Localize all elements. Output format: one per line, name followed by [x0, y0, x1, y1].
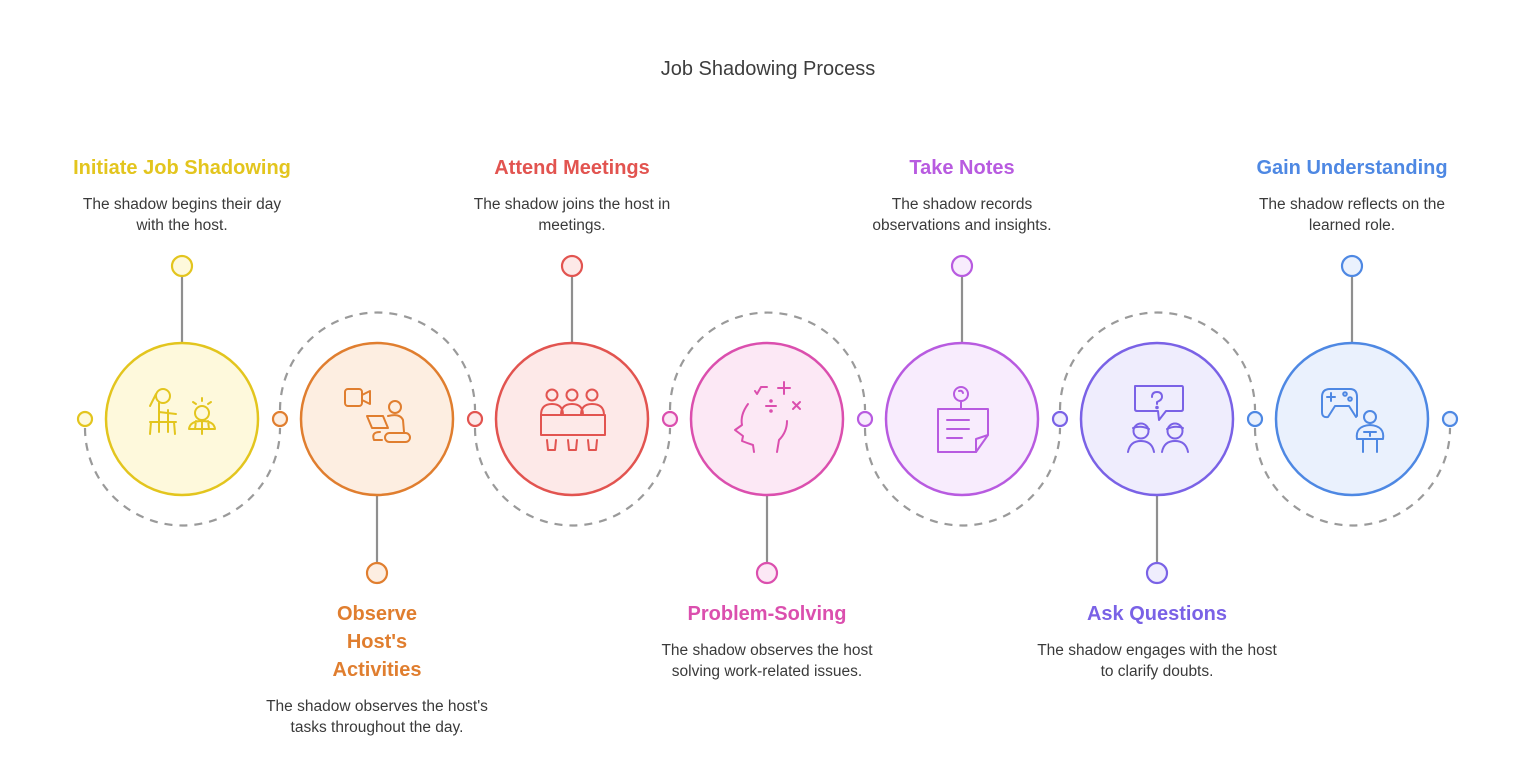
- step-title: Observe Host's Activities: [332, 603, 422, 681]
- step-title: Attend Meetings: [494, 157, 650, 179]
- step-title: Problem-Solving: [687, 603, 847, 625]
- question-bubble-people-icon: [1127, 385, 1189, 453]
- step-problem-solving: Problem-Solving The shadow observes the …: [637, 600, 897, 682]
- step-circle-problem-solving: [689, 341, 845, 497]
- step-circle-observe: [299, 341, 455, 497]
- video-laptop-person-icon: [344, 388, 411, 443]
- step-description: The shadow records observations and insi…: [872, 196, 1052, 234]
- step-circle-meetings: [494, 341, 650, 497]
- step-take-notes: Take Notes The shadow records observatio…: [832, 154, 1092, 236]
- step-description: The shadow joins the host in meetings.: [473, 196, 671, 234]
- step-title: Take Notes: [909, 157, 1015, 179]
- step-description: The shadow observes the host solving wor…: [661, 642, 873, 680]
- dashed-connectors: [83, 311, 1452, 527]
- meeting-group-icon: [540, 388, 606, 451]
- step-gain-understanding: Gain Understanding The shadow reflects o…: [1222, 154, 1482, 236]
- pinned-note-icon: [937, 386, 989, 453]
- step-title: Gain Understanding: [1256, 157, 1448, 179]
- step-circle-questions: [1079, 341, 1235, 497]
- step-title: Ask Questions: [1086, 603, 1228, 625]
- teacher-child-icon: [149, 388, 216, 435]
- side-dots: [76, 410, 1459, 428]
- step-description: The shadow engages with the host to clar…: [1037, 642, 1277, 680]
- step-circle-understanding: [1274, 341, 1430, 497]
- stem-dots: [170, 254, 1364, 585]
- step-initiate-job-shadowing: Initiate Job Shadowing The shadow begins…: [52, 154, 312, 236]
- step-description: The shadow observes the host's tasks thr…: [266, 698, 488, 736]
- step-attend-meetings: Attend Meetings The shadow joins the hos…: [442, 154, 702, 236]
- step-description: The shadow begins their day with the hos…: [82, 196, 282, 234]
- head-math-icon: [734, 381, 801, 453]
- step-description: The shadow reflects on the learned role.: [1258, 196, 1446, 234]
- step-circle-initiate: [104, 341, 260, 497]
- step-ask-questions: Ask Questions The shadow engages with th…: [1027, 600, 1287, 682]
- gamepad-person-icon: [1321, 388, 1385, 453]
- diagram-title: Job Shadowing Process: [660, 58, 876, 80]
- stems: [180, 275, 1354, 563]
- step-observe-hosts-activities: Observe Host's Activities The shadow obs…: [247, 600, 507, 738]
- step-title: Initiate Job Shadowing: [73, 157, 291, 179]
